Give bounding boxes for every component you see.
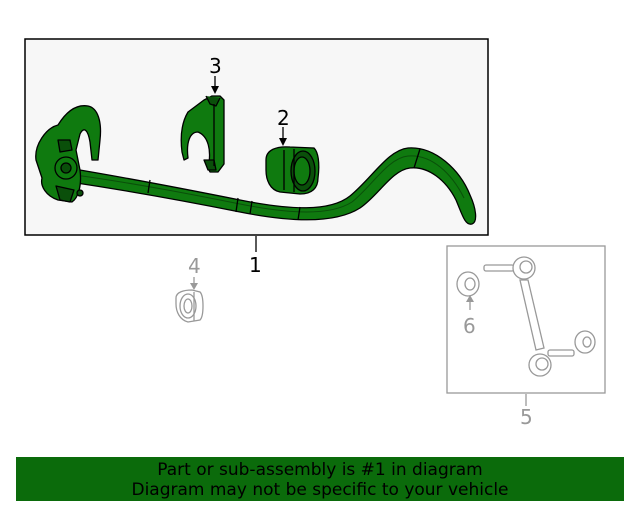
main-assembly-frame — [24, 38, 489, 236]
arrow-4 — [190, 283, 198, 290]
arrow-3 — [211, 86, 219, 94]
link-nut[interactable] — [456, 271, 480, 297]
banner-line-1: Part or sub-assembly is #1 in diagram — [157, 460, 483, 480]
stabilizer-bar[interactable] — [35, 105, 477, 225]
arrow-2 — [279, 138, 287, 146]
callout-2[interactable]: 2 — [277, 106, 290, 130]
callout-5[interactable]: 5 — [520, 405, 533, 429]
callout-4[interactable]: 4 — [188, 254, 201, 278]
callout-3[interactable]: 3 — [209, 54, 222, 78]
stabilizer-link[interactable] — [483, 256, 575, 377]
arrow-6 — [466, 295, 474, 302]
link-nut-lower — [574, 330, 596, 354]
nut[interactable] — [175, 289, 204, 323]
bushing-clamp[interactable] — [180, 95, 225, 173]
callout-1[interactable]: 1 — [249, 253, 262, 277]
info-banner: Part or sub-assembly is #1 in diagram Di… — [16, 457, 624, 501]
banner-line-2: Diagram may not be specific to your vehi… — [131, 480, 509, 500]
bushing[interactable] — [265, 146, 320, 195]
callout-6[interactable]: 6 — [463, 314, 476, 338]
